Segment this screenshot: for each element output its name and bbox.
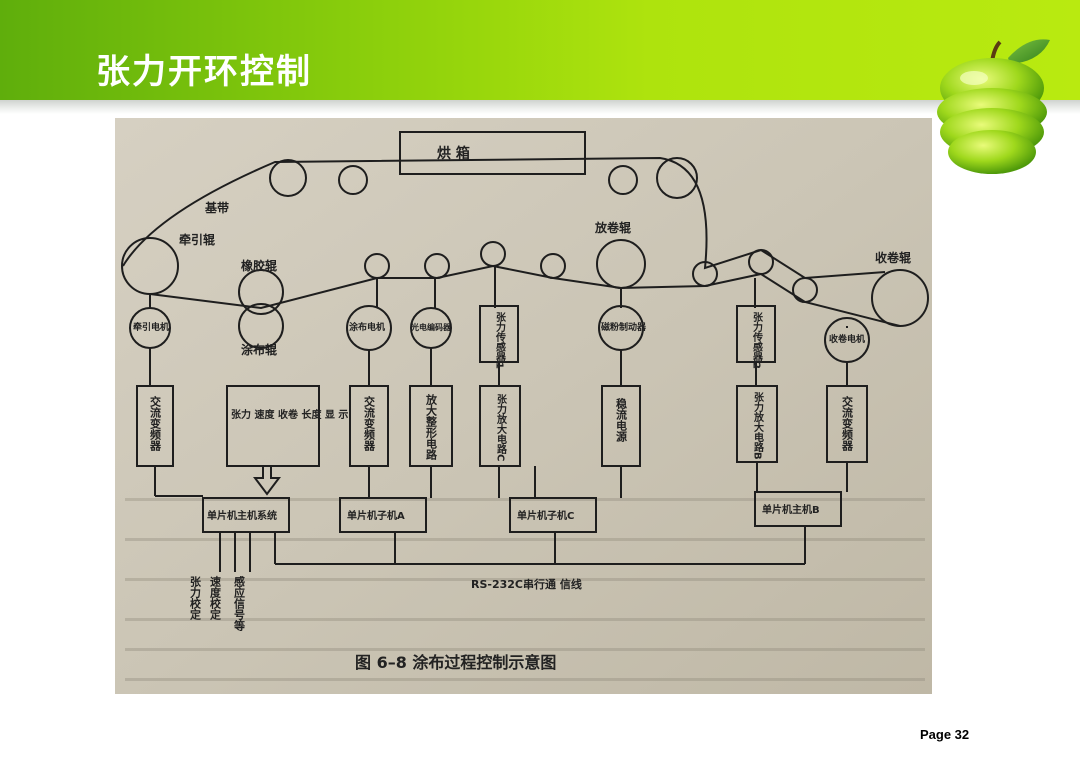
display-panel-label: 张力 速度 收卷 长度 显 示 bbox=[231, 408, 348, 421]
input-speed-label: 速度校定 bbox=[209, 575, 222, 621]
amp-c-label: 张力放大电路C bbox=[495, 393, 508, 462]
magnetic-brake-label: 磁粉制动器 bbox=[601, 321, 647, 333]
traction-roller-label: 牵引辊 bbox=[179, 232, 215, 247]
mcu-a-label: 单片机子机A bbox=[347, 509, 405, 522]
header-shadow bbox=[0, 100, 1080, 114]
guide-roller-1 bbox=[269, 159, 307, 197]
header-banner bbox=[0, 0, 1080, 100]
bus-label: RS-232C串行通 信线 bbox=[471, 577, 582, 591]
figure-caption: 图 6–8 涂布过程控制示意图 bbox=[355, 653, 556, 672]
guide-roller-2 bbox=[338, 165, 368, 195]
mcu-b-box bbox=[754, 491, 842, 527]
tension-sensor-1-label: 张力传感器1 bbox=[494, 311, 507, 369]
amp-b-label: 张力放大电路B bbox=[752, 391, 765, 460]
input-tension-label: 张力校定 bbox=[189, 575, 202, 621]
coating-process-diagram: 烘 箱 基带 牵引辊 橡胶辊 涂布辊 放卷辊 收卷辊 牵引电机 涂布电机 光电编… bbox=[115, 118, 932, 694]
coating-roller-label: 涂布辊 bbox=[241, 342, 277, 357]
rubber-roller bbox=[238, 269, 284, 315]
slide-title: 张力开环控制 bbox=[96, 52, 312, 92]
mcu-host-box bbox=[202, 497, 290, 533]
mcu-host-label: 单片机主机系统 bbox=[207, 509, 277, 522]
guide-roller-4 bbox=[656, 157, 698, 199]
page-number: Page 32 bbox=[920, 727, 970, 742]
guide-roller-3 bbox=[608, 165, 638, 195]
display-panel-box bbox=[226, 385, 320, 467]
base-belt-label: 基带 bbox=[204, 200, 229, 215]
bleed-through-text bbox=[125, 498, 925, 681]
mcu-c-label: 单片机子机C bbox=[517, 509, 574, 522]
amp-shaping-label: 放大整形电路 bbox=[425, 393, 439, 461]
rewind-roller-label: 收卷辊 bbox=[875, 250, 911, 265]
mcu-c-box bbox=[509, 497, 597, 533]
regulated-power-label: 稳流电源 bbox=[615, 397, 628, 443]
coating-motor-label: 涂布电机 bbox=[349, 321, 385, 333]
mcu-a-box bbox=[339, 497, 427, 533]
inverter-a-label: 交流变频器 bbox=[149, 395, 163, 452]
coating-roller-circle bbox=[238, 303, 284, 349]
apple-logo-icon bbox=[937, 39, 1050, 174]
photo-encoder-label: 光电编码器 bbox=[410, 322, 452, 332]
unwind-roller-label: 放卷辊 bbox=[594, 220, 631, 235]
input-sensor-label: 感应信号等 bbox=[233, 575, 247, 632]
tension-sensor-2-label: 张力传感器2 bbox=[751, 311, 764, 369]
traction-motor-label: 牵引电机 bbox=[133, 321, 169, 333]
oven-label: 烘 箱 bbox=[437, 145, 470, 162]
rubber-roller-label: 橡胶辊 bbox=[241, 258, 277, 273]
inverter-c-label: 交流变频器 bbox=[841, 395, 855, 452]
inverter-b-label: 交流变频器 bbox=[363, 395, 377, 452]
oven-box bbox=[399, 131, 586, 175]
mcu-b-label: 单片机主机B bbox=[762, 503, 820, 516]
rewind-motor-label: 收卷电机 bbox=[829, 333, 865, 345]
